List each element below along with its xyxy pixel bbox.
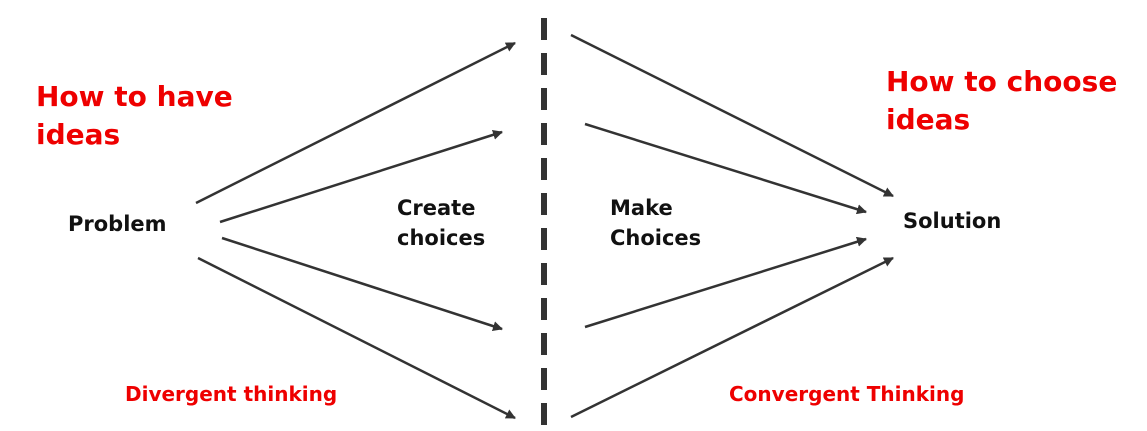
create-choices-label: Create choices [397, 193, 485, 253]
convergent-heading-line1: How to choose [886, 65, 1118, 98]
convergent-heading: How to choose ideas [886, 63, 1117, 139]
diverge-arrow-1 [195, 41, 516, 205]
diverge-arrow-3 [221, 236, 503, 331]
convergent-heading-line2: ideas [886, 103, 971, 136]
converge-arrow-4 [570, 256, 894, 419]
make-choices-line2: Choices [610, 226, 702, 250]
divergent-caption: Divergent thinking [125, 382, 338, 406]
problem-node: Problem [68, 212, 167, 236]
converge-arrow-3 [584, 236, 867, 329]
create-choices-line2: choices [397, 226, 486, 250]
converge-arrow-1 [570, 33, 894, 198]
convergent-caption: Convergent Thinking [729, 382, 965, 406]
converge-arrow-2 [584, 122, 867, 215]
solution-node: Solution [903, 209, 1002, 233]
diverge-arrow-2 [219, 129, 503, 224]
diverge-arrow-4 [197, 256, 516, 420]
make-choices-label: Make Choices [610, 193, 701, 253]
divergent-heading-line1: How to have [36, 80, 233, 113]
make-choices-line1: Make [610, 196, 673, 220]
create-choices-line1: Create [397, 196, 476, 220]
divergent-heading-line2: ideas [36, 118, 121, 151]
divergent-heading: How to have ideas [36, 78, 233, 154]
